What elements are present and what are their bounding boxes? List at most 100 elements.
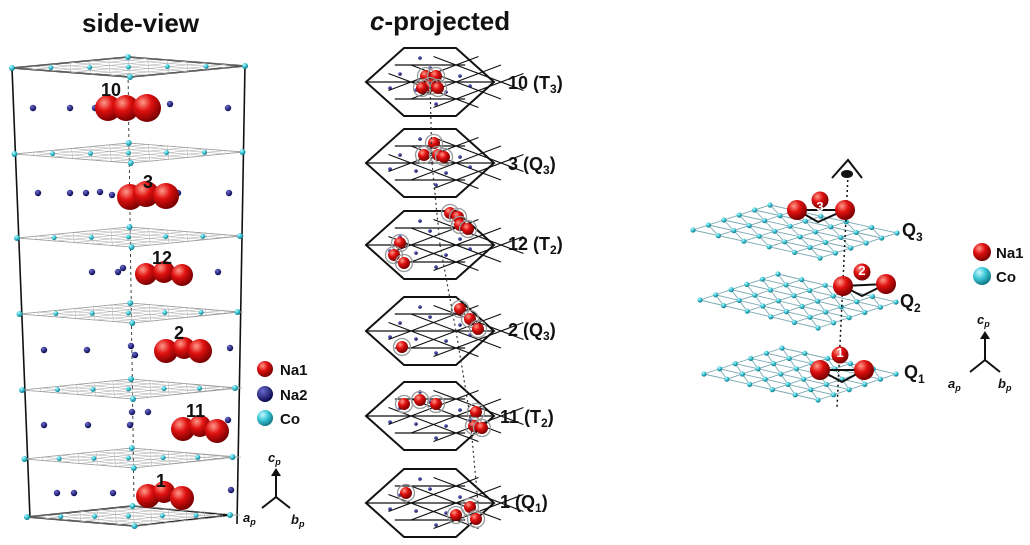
co-atom bbox=[728, 287, 734, 293]
co-atom bbox=[847, 361, 854, 367]
na2-atom bbox=[82, 189, 90, 197]
lattice-line bbox=[71, 148, 73, 159]
projected-label-12: 12 (T2) bbox=[508, 234, 563, 257]
projected-label-1: 1 (Q1) bbox=[500, 492, 548, 515]
legend-right-co-label: Co bbox=[996, 269, 1016, 286]
legend-na2-swatch bbox=[257, 386, 273, 402]
stacked-plane bbox=[690, 202, 900, 261]
co-atom bbox=[697, 297, 703, 303]
axis-c-label: cp bbox=[268, 450, 281, 467]
na1-atom bbox=[450, 509, 462, 521]
view-eye-symbol bbox=[831, 158, 863, 179]
co-atom bbox=[128, 445, 135, 451]
na1-triangle bbox=[793, 209, 846, 224]
co-atom bbox=[731, 228, 737, 234]
co-atom bbox=[787, 223, 793, 229]
na1-atom bbox=[853, 263, 871, 281]
na1-atom bbox=[388, 249, 400, 261]
projected-label-10-sub: 3 bbox=[550, 82, 557, 96]
axis-b-letter: b bbox=[291, 512, 299, 527]
na1-atom bbox=[171, 264, 193, 286]
co-atom bbox=[869, 293, 876, 299]
axis-right-c-sub: p bbox=[983, 319, 990, 329]
projected-label-2: 2 (Q3) bbox=[508, 320, 556, 343]
na2-atom bbox=[458, 74, 462, 78]
na1-triangle bbox=[839, 283, 887, 298]
lattice-line bbox=[746, 284, 772, 318]
na2-atoms bbox=[29, 100, 235, 497]
co-atom bbox=[775, 298, 782, 304]
layer-label-q2-main: Q bbox=[900, 291, 914, 311]
co-atom bbox=[752, 207, 758, 213]
na1-atom bbox=[133, 94, 161, 122]
lattice-line bbox=[204, 384, 206, 392]
na2-atom bbox=[398, 321, 402, 325]
lattice-line bbox=[433, 235, 524, 272]
na1-atom bbox=[876, 274, 896, 294]
co-atom bbox=[21, 456, 28, 462]
projected-label-10: 10 (T3) bbox=[508, 73, 563, 96]
co-atom bbox=[877, 376, 884, 382]
side-number-3: 3 bbox=[143, 172, 153, 192]
na2-atom bbox=[66, 189, 74, 197]
co-atom bbox=[767, 202, 773, 208]
lattice-line bbox=[433, 72, 524, 109]
co-atom bbox=[783, 282, 789, 288]
co-atom bbox=[739, 371, 746, 377]
co-atom bbox=[846, 315, 852, 321]
co-atom bbox=[161, 386, 167, 392]
co-atom bbox=[741, 238, 747, 244]
lattice-line bbox=[703, 347, 783, 375]
lattice-line bbox=[433, 55, 524, 92]
layer-label-q1-main: Q bbox=[904, 362, 918, 382]
co-atom bbox=[807, 244, 813, 250]
co-atom bbox=[792, 392, 798, 398]
co-atom bbox=[125, 54, 131, 60]
lattice-line bbox=[433, 476, 524, 513]
lattice-line bbox=[148, 228, 151, 246]
co-atom bbox=[126, 310, 131, 316]
co-atom bbox=[19, 387, 25, 393]
lattice-line bbox=[110, 228, 113, 246]
axis-right-a-label: ap bbox=[948, 376, 961, 393]
co-atom bbox=[92, 513, 98, 519]
lattice-line bbox=[433, 153, 524, 190]
co-atom bbox=[791, 293, 797, 299]
projected-layer bbox=[364, 381, 524, 451]
co-atom bbox=[762, 376, 768, 382]
c-projected-title-rest: -projected bbox=[384, 6, 510, 36]
site-highlight-ring bbox=[396, 483, 416, 503]
co-atom bbox=[127, 74, 133, 80]
lattice-line bbox=[827, 358, 850, 390]
co-atom bbox=[772, 228, 778, 234]
na2-atom bbox=[144, 408, 152, 416]
co-atom bbox=[823, 381, 830, 387]
co-atom bbox=[129, 320, 136, 326]
na1-atom bbox=[135, 263, 157, 285]
na1-atom bbox=[133, 181, 159, 207]
co-atom bbox=[55, 387, 60, 393]
co-atom bbox=[202, 149, 207, 155]
na2-atom bbox=[119, 264, 127, 272]
lattice-line bbox=[95, 451, 98, 466]
co-atom bbox=[126, 224, 133, 230]
na1-atom bbox=[430, 398, 442, 410]
na2-atom bbox=[418, 137, 422, 141]
axis-right-a-sub: p bbox=[954, 383, 961, 393]
co-atom bbox=[786, 355, 792, 361]
na1-atom bbox=[470, 406, 482, 418]
co-atom bbox=[807, 314, 813, 320]
side-number-2: 2 bbox=[174, 323, 184, 343]
lattice-line bbox=[74, 308, 77, 319]
projected-label-3: 3 (Q3) bbox=[508, 154, 556, 177]
na2-atom bbox=[434, 265, 438, 269]
co-atom bbox=[869, 224, 875, 230]
lattice-line bbox=[723, 219, 851, 249]
lattice-line bbox=[699, 299, 819, 329]
co-atom bbox=[848, 245, 854, 251]
na2-atom bbox=[166, 100, 174, 108]
na1-atom bbox=[811, 191, 829, 209]
lattice-line bbox=[77, 453, 80, 464]
co-atom bbox=[815, 298, 821, 304]
co-atom bbox=[128, 376, 134, 382]
